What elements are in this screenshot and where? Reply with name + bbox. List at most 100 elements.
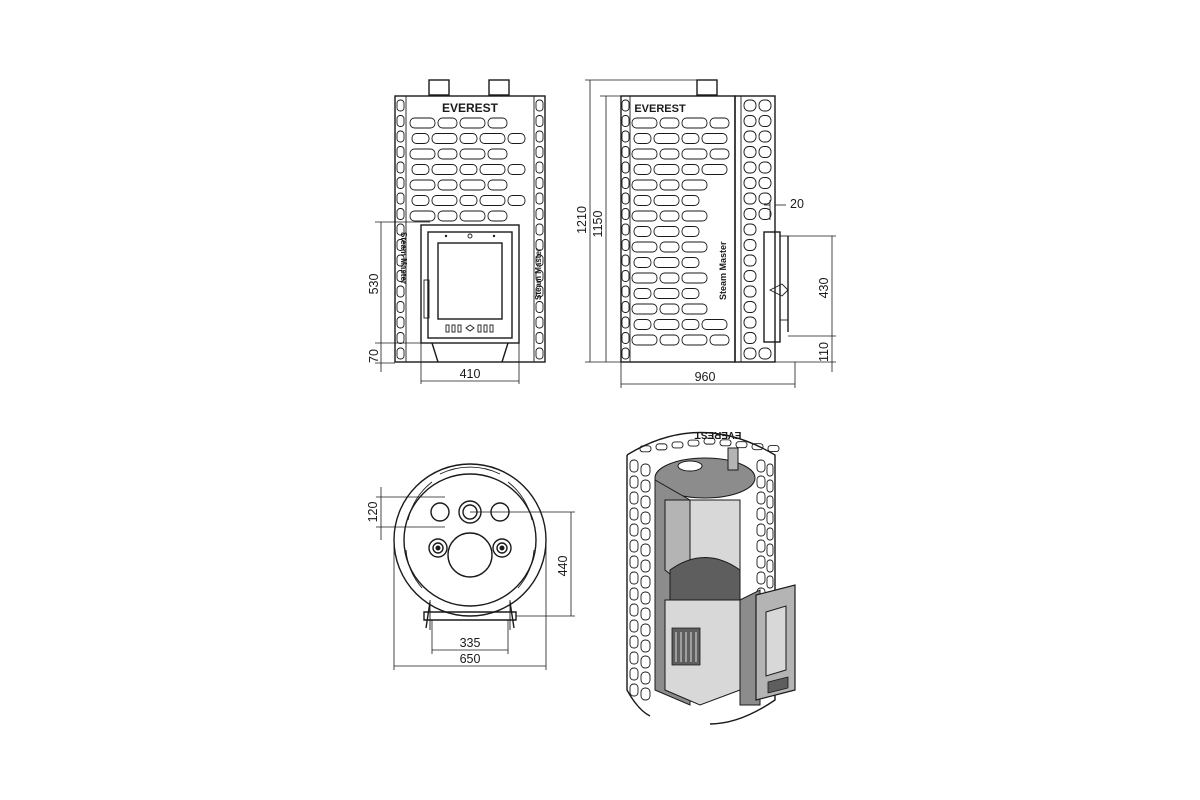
- brick-slot: [701, 133, 728, 144]
- brick-slot-side: [621, 161, 630, 174]
- brick-slot: [653, 226, 680, 237]
- brick-slot-side: [396, 285, 405, 298]
- brick-slot-side: [621, 285, 630, 298]
- mesh-slot: [766, 511, 774, 525]
- front-door-vents: [445, 324, 494, 333]
- brick-slot-side: [535, 285, 544, 298]
- brick-slot-side: [396, 347, 405, 360]
- brick-slot-side: [621, 239, 630, 251]
- mesh-slot-top: [671, 441, 684, 449]
- cutaway-door-glass: [765, 605, 787, 677]
- mesh-slot: [756, 555, 766, 569]
- brick-slot: [487, 210, 508, 222]
- mesh-slot-top: [639, 445, 652, 453]
- brick-slot: [459, 148, 486, 160]
- brick-slot-side: [535, 316, 544, 329]
- mesh-slot: [756, 507, 766, 521]
- brick-slot: [409, 179, 436, 191]
- brick-slot-rear: [758, 115, 772, 127]
- brick-slot-side: [396, 270, 405, 282]
- mesh-slot: [640, 591, 651, 605]
- side-water-tank: [763, 231, 781, 343]
- cutaway-chimney-pipe: [727, 447, 739, 471]
- mesh-slot: [629, 587, 639, 601]
- dim-top-offset: 120: [366, 502, 380, 523]
- brick-slot: [659, 117, 680, 129]
- brick-slot-rear: [743, 161, 757, 174]
- brick-slot: [479, 164, 506, 175]
- brick-slot-side: [535, 270, 544, 282]
- brick-slot-rear: [758, 347, 772, 360]
- brick-slot: [479, 133, 506, 144]
- brick-slot: [431, 195, 458, 206]
- brick-slot: [437, 148, 458, 160]
- front-door-inner: [427, 231, 513, 339]
- brick-slot-side: [535, 347, 544, 360]
- side-dimensions: 1210 1150 960 20 430 110: [575, 79, 836, 388]
- front-door-glass: [437, 242, 503, 320]
- brick-slot-rear: [743, 254, 757, 267]
- brick-slot: [701, 164, 728, 175]
- side-side-text: Steam Master: [718, 241, 728, 300]
- brick-slot: [631, 272, 658, 284]
- brick-slot-side: [396, 254, 405, 267]
- brick-slot: [653, 133, 680, 144]
- brick-slot-side: [396, 115, 405, 127]
- front-side-text-left: Steam Master: [399, 232, 408, 284]
- mesh-slot: [629, 507, 639, 521]
- mesh-slot: [640, 495, 651, 509]
- brick-slot-side: [621, 270, 630, 282]
- top-center-tank: [447, 532, 493, 578]
- brick-slot: [681, 241, 708, 253]
- brick-slot-rear: [758, 146, 772, 158]
- brick-slot-side: [621, 208, 630, 220]
- brick-slot-side: [621, 347, 630, 360]
- mesh-slot-top: [687, 439, 700, 447]
- brick-slot: [411, 133, 430, 144]
- top-door-plate: [423, 611, 517, 621]
- dim-side-offset-top: 20: [790, 197, 804, 211]
- brick-slot-side: [621, 301, 630, 313]
- mesh-slot: [629, 555, 639, 569]
- mesh-slot: [766, 495, 774, 509]
- brick-slot-side: [535, 161, 544, 174]
- mesh-slot: [640, 687, 651, 701]
- brick-slot-side: [621, 316, 630, 329]
- mesh-slot: [756, 523, 766, 537]
- brick-slot: [631, 303, 658, 315]
- top-ring-slot-top: [439, 466, 501, 475]
- brick-slot-side: [535, 254, 544, 267]
- front-legs: [431, 342, 509, 363]
- top-hole-left: [430, 502, 450, 522]
- brick-slot: [487, 179, 508, 191]
- dim-top-inner-width: 335: [460, 636, 481, 650]
- mesh-slot: [629, 603, 639, 617]
- brick-slot-rear: [743, 347, 757, 360]
- mesh-slot: [640, 639, 651, 653]
- brick-slot-side: [535, 239, 544, 251]
- brick-slot: [681, 288, 700, 299]
- front-door-frame: [420, 224, 520, 344]
- mesh-slot: [756, 459, 766, 473]
- mesh-slot: [629, 459, 639, 473]
- brick-slot: [681, 272, 708, 284]
- brick-slot: [479, 195, 506, 206]
- brick-slot: [681, 210, 708, 222]
- mesh-slot: [629, 667, 639, 681]
- brick-slot: [633, 288, 652, 299]
- brick-slot: [681, 164, 700, 175]
- dim-top-width: 650: [460, 652, 481, 666]
- brick-slot-rear: [743, 270, 757, 282]
- brick-slot: [659, 241, 680, 253]
- front-dimensions: 530 70 410: [367, 221, 520, 384]
- brick-slot: [411, 195, 430, 206]
- mesh-slot-top: [735, 441, 748, 449]
- brick-slot-side: [535, 223, 544, 236]
- brick-slot: [459, 179, 486, 191]
- brick-slot-rear: [758, 161, 772, 174]
- brick-slot-side: [396, 208, 405, 220]
- mesh-slot: [629, 475, 639, 489]
- side-chimney: [696, 79, 718, 96]
- top-outer-ring: [393, 463, 547, 617]
